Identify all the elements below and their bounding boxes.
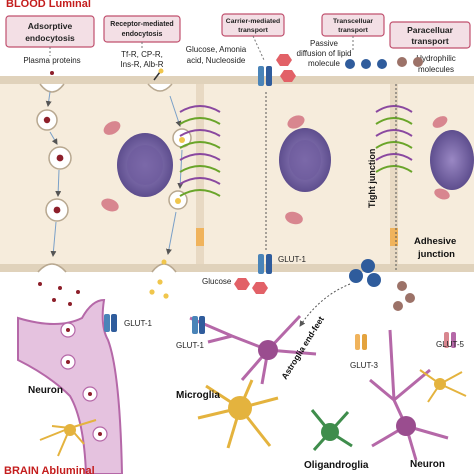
header-receptor-line1: Receptor-mediated xyxy=(110,21,173,28)
tight-junction-1 xyxy=(179,105,221,246)
glut-transporter-top xyxy=(258,66,272,86)
label-microglia: Microglia xyxy=(176,390,220,401)
oligandroglia-cell xyxy=(310,409,353,451)
label-glut1-neuron: GLUT-1 xyxy=(124,319,153,328)
released-particles xyxy=(38,279,169,306)
label-glucose-top-line1: Glucose, Amonia xyxy=(186,45,247,54)
label-passive-line1: Passive xyxy=(310,39,339,48)
label-receptors-line1: Tf-R, CP-R, xyxy=(121,50,163,59)
header-paracellular: Paracelluar transport xyxy=(389,21,471,49)
cell-border-2 xyxy=(390,84,398,264)
glucose-hex-bottom-2 xyxy=(252,282,268,294)
label-glut3: GLUT-3 xyxy=(350,361,379,370)
label-receptors-line2: Ins-R, Alb-R xyxy=(120,60,163,69)
header-receptor-line2: endocytosis xyxy=(122,31,163,38)
adsorptive-pathway xyxy=(36,71,72,273)
label-glut1-mid: GLUT-1 xyxy=(278,255,307,264)
label-neuron-right: Neuron xyxy=(410,459,445,470)
header-transcellular: Transcelluar transport xyxy=(321,13,385,37)
header-receptor: Receptor-mediated endocytosis xyxy=(103,15,181,43)
label-hydrophilic-line1: Hydrophilic xyxy=(416,54,456,63)
transcellular-arrow xyxy=(299,283,351,327)
glut-transporter-5 xyxy=(444,332,456,348)
astroglia-cell xyxy=(189,314,317,385)
receptor-pathway xyxy=(147,68,192,273)
header-carrier: Carrier-mediated transport xyxy=(221,13,285,37)
label-plasma-proteins: Plasma proteins xyxy=(23,56,80,65)
label-adhesive-line1: Adhesive xyxy=(414,236,456,247)
brain-abluminal-title: BRAIN Abluminal xyxy=(4,465,95,474)
neuron-left xyxy=(17,298,124,474)
label-passive-line2: diffusion of lipid xyxy=(297,49,352,58)
label-passive-line3: molecule xyxy=(308,59,341,68)
glut-transporter-bottom xyxy=(258,254,272,274)
microglia-cell xyxy=(197,379,279,449)
label-hydrophilic-line2: molecules xyxy=(418,65,454,74)
label-oligandroglia: Oligandroglia xyxy=(304,460,369,471)
nucleus-cell-3 xyxy=(430,116,474,200)
label-glut5: GLUT-5 xyxy=(436,340,465,349)
header-paracellular-line2: transport xyxy=(411,36,448,46)
header-transcellular-line2: transport xyxy=(338,27,369,34)
glut-transporter-lower xyxy=(192,316,205,334)
lipid-molecules-bottom xyxy=(349,259,381,287)
neuron-right xyxy=(369,329,449,461)
header-adsorptive: Adsorptive endocytosis xyxy=(5,15,95,48)
header-carrier-line2: transport xyxy=(238,27,269,34)
label-neuron-left: Neuron xyxy=(28,385,63,396)
hydrophilic-molecules-top xyxy=(397,57,423,67)
nucleus-cell-1 xyxy=(101,121,173,212)
label-adhesive-line2: junction xyxy=(417,249,455,260)
label-glucose-bottom: Glucose xyxy=(202,277,232,286)
header-paracellular-line1: Paracelluar xyxy=(407,25,454,35)
glut-transporter-neuron xyxy=(104,314,117,332)
label-glut1-lower: GLUT-1 xyxy=(176,341,205,350)
astrocyte-small-left xyxy=(39,419,97,457)
glut-transporter-3 xyxy=(355,334,367,350)
tight-junction-2 xyxy=(375,105,413,246)
astrocyte-small-right xyxy=(419,369,467,403)
blood-luminal-title: BLOOD Luminal xyxy=(6,0,91,10)
header-adsorptive-line2: endocytosis xyxy=(25,33,75,43)
header-transcellular-line1: Transcelluar xyxy=(333,18,373,25)
connector-carrier xyxy=(252,35,265,61)
nucleus-cell-2 xyxy=(279,115,331,225)
endothelial-layer xyxy=(0,76,474,272)
header-carrier-line1: Carrier-mediated xyxy=(226,18,280,25)
label-glucose-top-line2: acid, Nucleoside xyxy=(187,56,246,65)
label-astroglia: Astroglia end-feet xyxy=(279,314,326,381)
header-adsorptive-line1: Adsorptive xyxy=(28,21,73,31)
glucose-hex-top-1 xyxy=(276,54,292,66)
cell-border-1 xyxy=(196,84,204,264)
glucose-hex-bottom-1 xyxy=(234,278,250,290)
label-tight-junction: Tight junction xyxy=(367,149,377,208)
hydrophilic-molecules-bottom xyxy=(393,281,415,311)
lipid-molecules-top xyxy=(345,59,387,69)
glucose-hex-top-2 xyxy=(280,70,296,82)
